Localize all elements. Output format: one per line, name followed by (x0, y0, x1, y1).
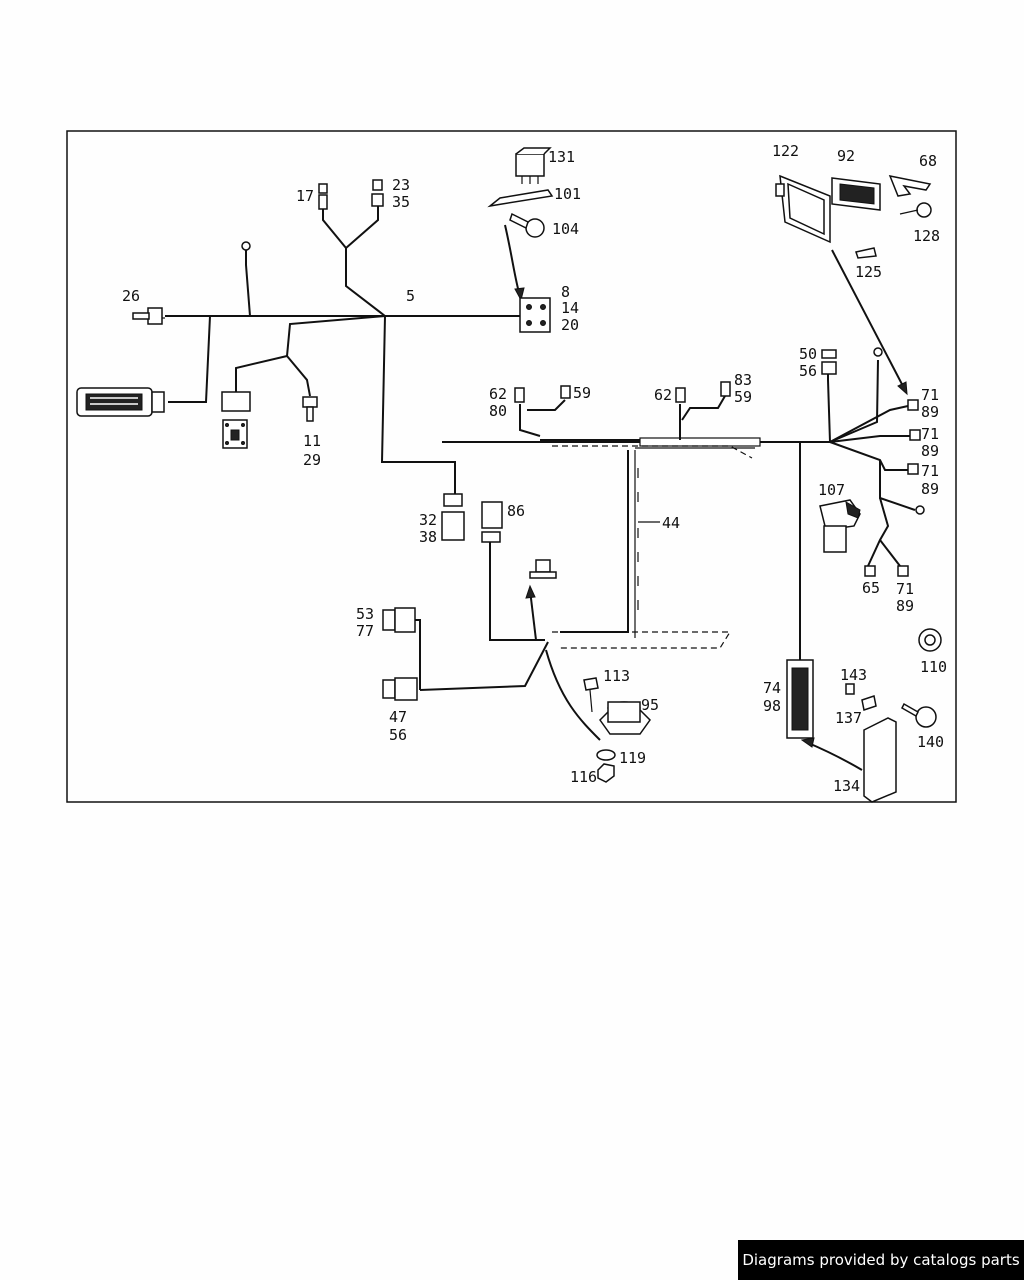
label-131: 131 (548, 148, 575, 166)
actuator-107 (819, 499, 861, 553)
label-59a: 59 (573, 384, 591, 402)
washer-119 (596, 749, 616, 761)
label-71c: 71 (921, 462, 939, 480)
multi-pin-connector (76, 387, 165, 417)
clip-68 (888, 174, 932, 197)
parts (76, 147, 942, 803)
label-83: 83 (734, 371, 752, 389)
label-59b: 59 (734, 388, 752, 406)
label-71b: 71 (921, 425, 939, 443)
control-module-122 (775, 174, 831, 244)
label-74: 74 (763, 679, 781, 697)
label-5: 5 (406, 287, 415, 305)
label-119: 119 (619, 749, 646, 767)
label-32: 32 (419, 511, 437, 529)
harness-wires (150, 205, 916, 771)
screw-113 (583, 677, 599, 713)
relay-131 (515, 147, 552, 184)
label-137: 137 (835, 709, 862, 727)
mount-95 (599, 701, 651, 735)
connector-17 (318, 183, 328, 194)
label-62b: 62 (654, 386, 672, 404)
label-8: 8 (561, 283, 570, 301)
connector-32 (441, 511, 465, 541)
label-77: 77 (356, 622, 374, 640)
label-23: 23 (392, 176, 410, 194)
label-53: 53 (356, 605, 374, 623)
label-65: 65 (862, 579, 880, 597)
connector-53 (382, 609, 396, 631)
connector-17b (318, 194, 328, 210)
label-38: 38 (419, 528, 437, 546)
label-80: 80 (489, 402, 507, 420)
label-71d: 71 (896, 580, 914, 598)
label-101: 101 (554, 185, 581, 203)
part-labels: 131 101 104 122 92 68 128 125 17 23 35 2… (122, 142, 947, 795)
part-110 (918, 628, 942, 652)
label-98: 98 (763, 697, 781, 715)
diagram-frame (66, 130, 957, 803)
label-44: 44 (662, 514, 680, 532)
sensor-plug-26 (132, 307, 163, 325)
label-122: 122 (772, 142, 799, 160)
label-14: 14 (561, 299, 579, 317)
label-143: 143 (840, 666, 867, 684)
label-104: 104 (552, 220, 579, 238)
label-29: 29 (303, 451, 321, 469)
fuse-box-92 (831, 177, 881, 211)
label-113: 113 (603, 667, 630, 685)
label-116: 116 (570, 768, 597, 786)
label-140: 140 (917, 733, 944, 751)
label-71a: 71 (921, 386, 939, 404)
nut-116 (597, 763, 615, 783)
sensor-50 (821, 349, 837, 375)
grommet (529, 559, 557, 579)
label-95: 95 (641, 696, 659, 714)
label-86: 86 (507, 502, 525, 520)
plug-125 (855, 247, 877, 259)
clip-137 (861, 695, 877, 711)
label-92: 92 (837, 147, 855, 165)
connector-74 (786, 659, 814, 739)
label-89a: 89 (921, 403, 939, 421)
clip-143 (845, 683, 855, 695)
label-50: 50 (799, 345, 817, 363)
screw-128 (899, 202, 932, 218)
label-125: 125 (855, 263, 882, 281)
fuse-block-8 (519, 297, 551, 333)
connector-86 (481, 501, 503, 529)
label-68: 68 (919, 152, 937, 170)
bolt-104 (509, 212, 545, 238)
label-107: 107 (818, 481, 845, 499)
connector-23b (371, 193, 384, 207)
bolt-140 (901, 702, 937, 728)
cover-134 (863, 717, 897, 803)
label-89c: 89 (921, 480, 939, 498)
label-17: 17 (296, 187, 314, 205)
label-62a: 62 (489, 385, 507, 403)
label-134: 134 (833, 777, 860, 795)
label-56a: 56 (799, 362, 817, 380)
label-89b: 89 (921, 442, 939, 460)
label-35: 35 (392, 193, 410, 211)
label-110: 110 (920, 658, 947, 676)
sensor-11 (302, 396, 318, 422)
label-20: 20 (561, 316, 579, 334)
label-11: 11 (303, 432, 321, 450)
label-56b: 56 (389, 726, 407, 744)
relay-block (221, 391, 251, 412)
label-26: 26 (122, 287, 140, 305)
label-89d: 89 (896, 597, 914, 615)
connector-47 (382, 679, 396, 699)
credit-banner: Diagrams provided by catalogs parts (738, 1240, 1024, 1280)
socket-plate (222, 419, 248, 449)
connector-23 (372, 179, 383, 191)
label-128: 128 (913, 227, 940, 245)
bracket-101 (487, 189, 554, 208)
label-47: 47 (389, 708, 407, 726)
